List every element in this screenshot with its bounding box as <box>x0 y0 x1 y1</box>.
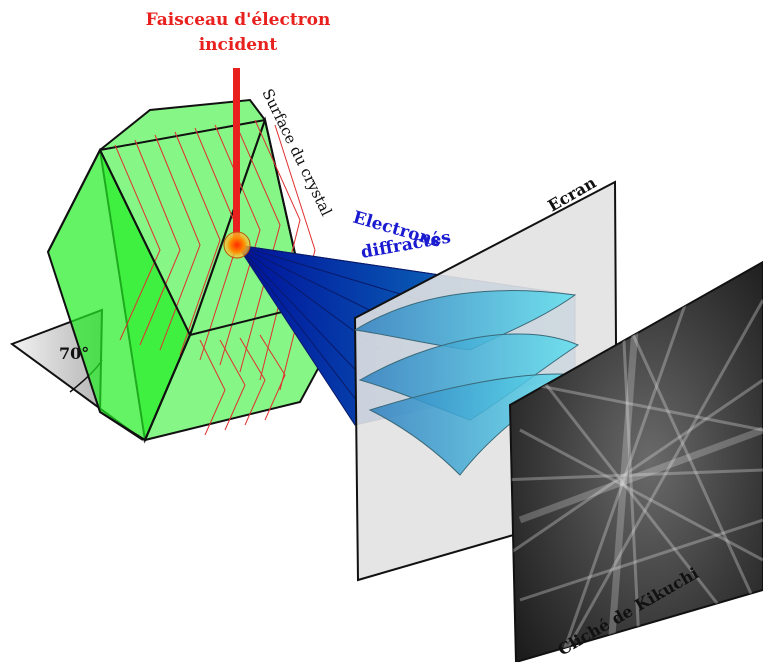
crystal-block <box>46 98 322 444</box>
impact-spot-icon <box>223 231 251 259</box>
crystal-planes <box>114 119 316 436</box>
angle-label: 70° <box>59 344 89 363</box>
kossel-cones <box>353 290 580 476</box>
incident-beam <box>233 68 240 240</box>
beam-label-line1: Faisceau d'électron <box>146 10 331 30</box>
beam-label-line2: incident <box>199 35 278 55</box>
